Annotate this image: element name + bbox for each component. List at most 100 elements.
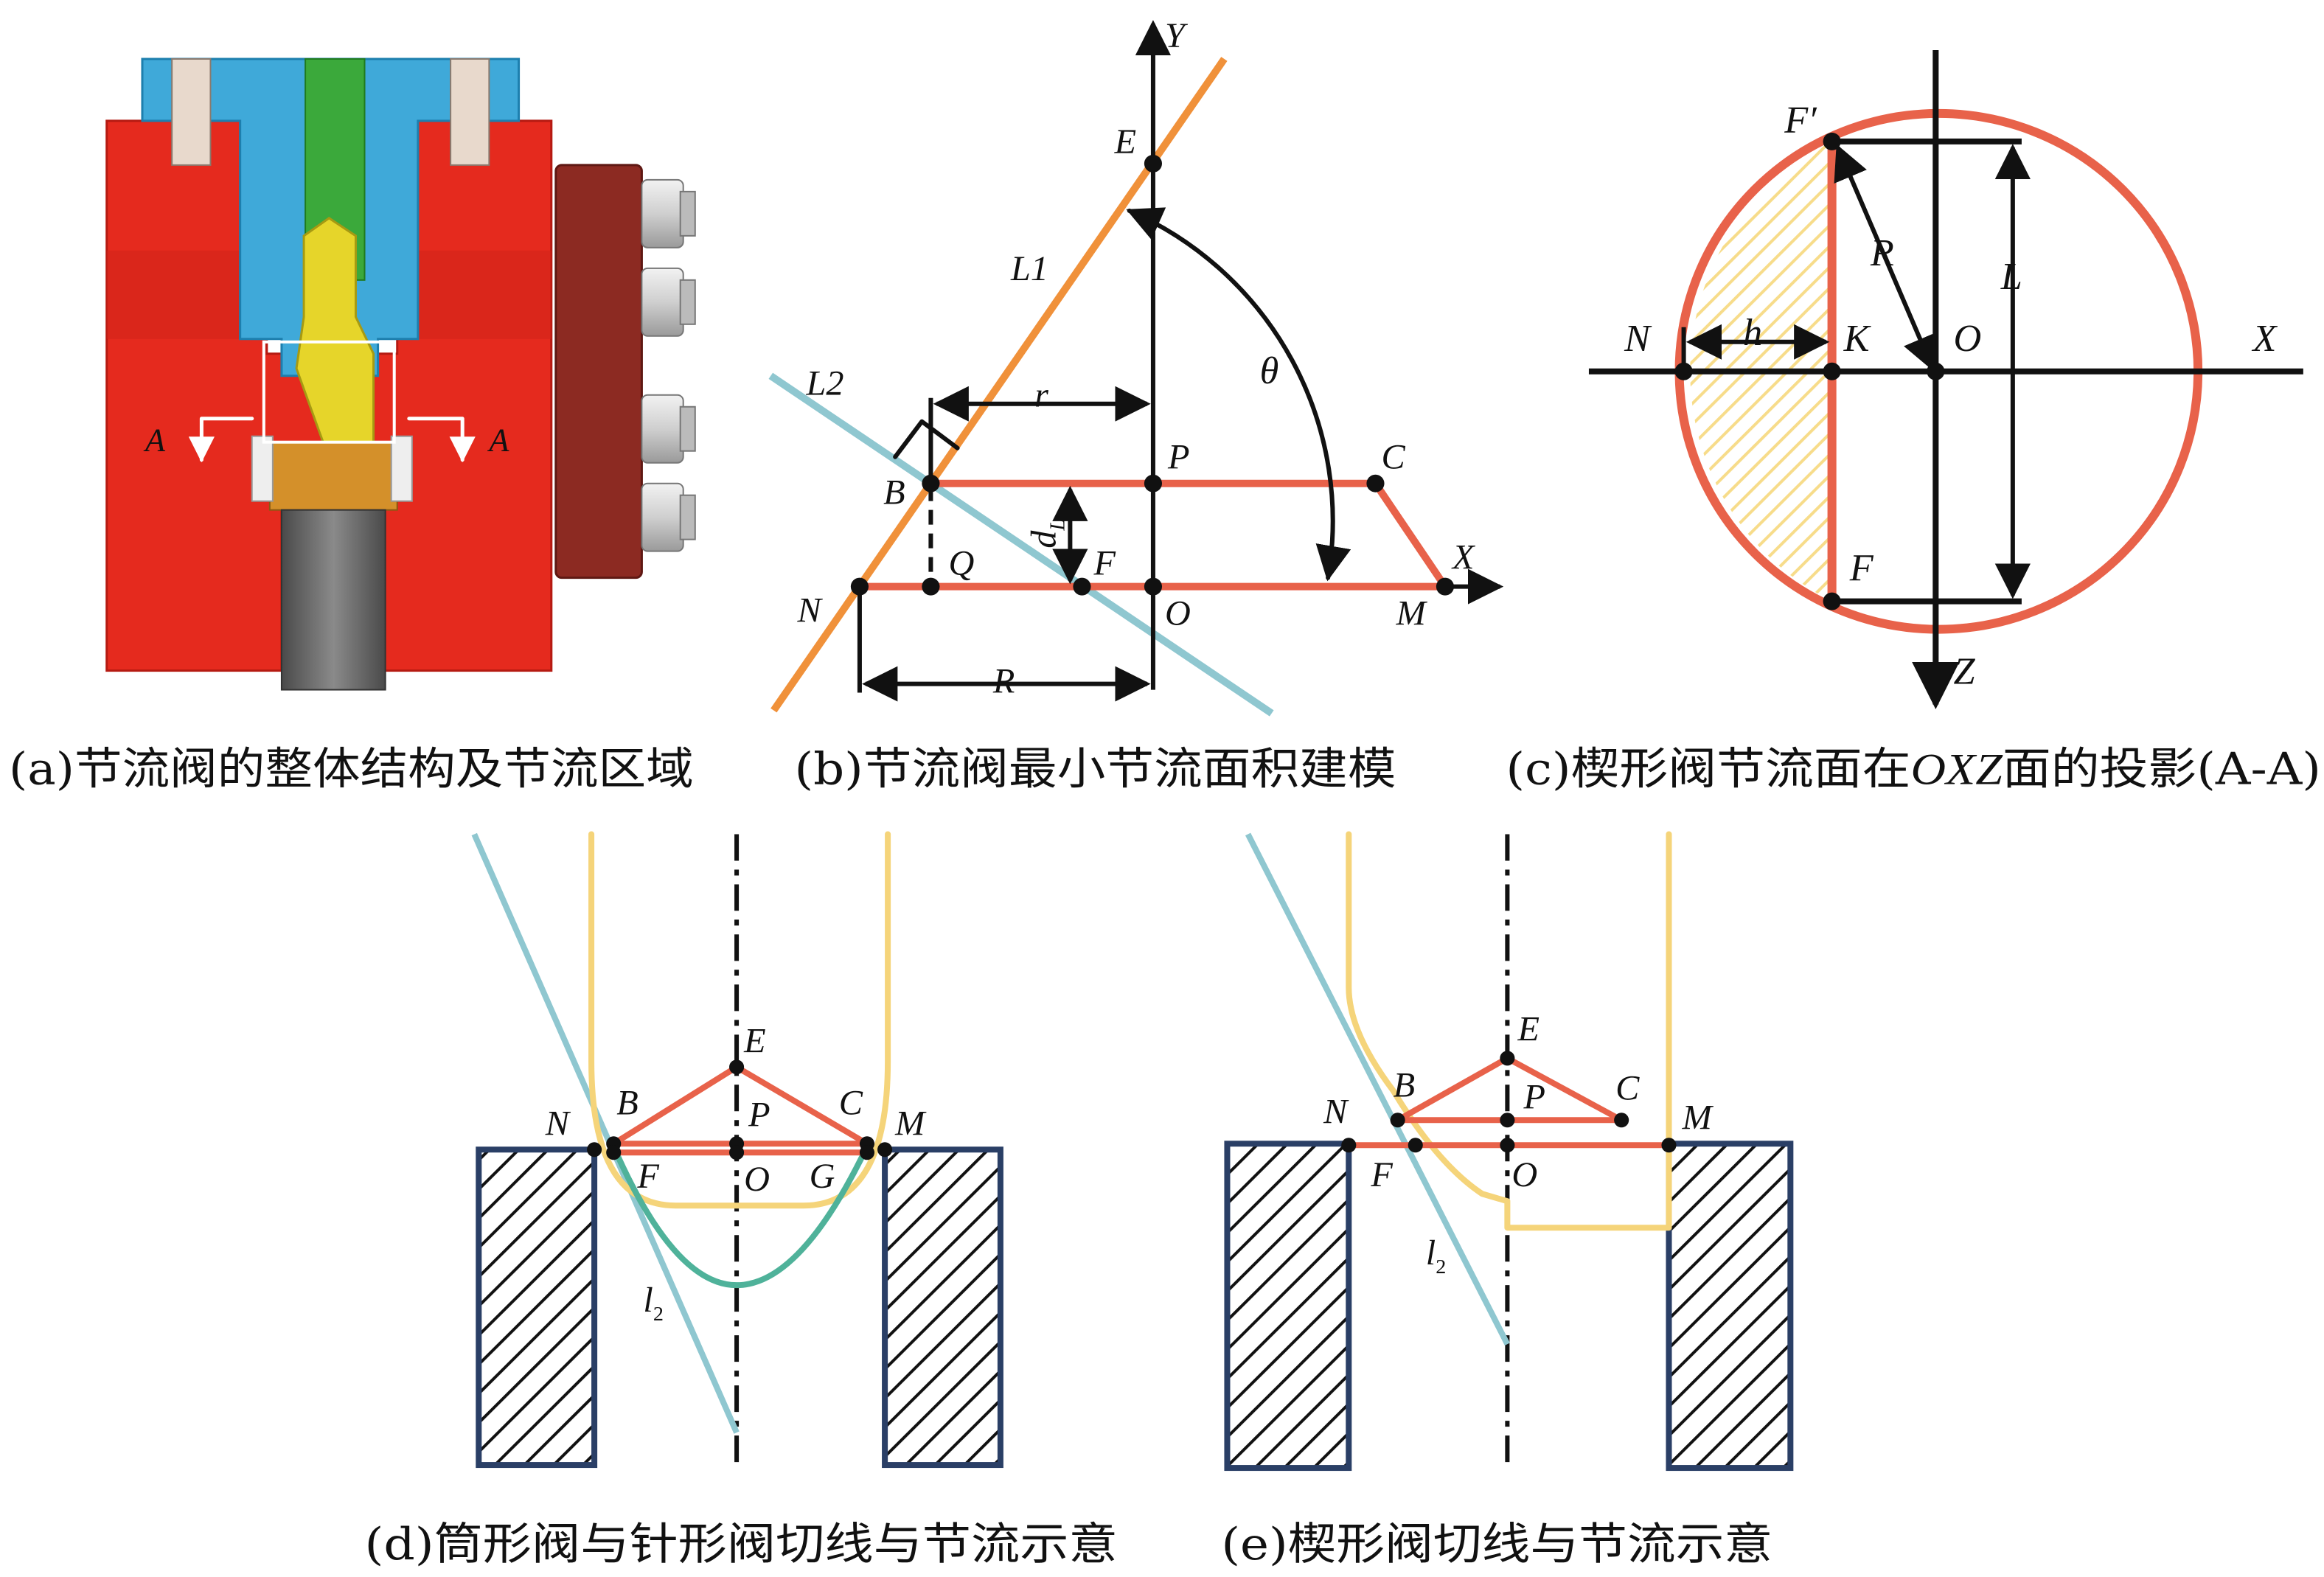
label-r: r [1034, 376, 1048, 415]
label-theta: θ [1260, 350, 1279, 392]
caption-a: (a)节流阀的整体结构及节流区域 [9, 744, 694, 796]
label-p-e: P [1523, 1077, 1545, 1116]
label-q: Q [949, 544, 975, 583]
point-e-d [729, 1059, 745, 1075]
label-x-c: X [2252, 318, 2278, 360]
label-b-e: B [1394, 1065, 1415, 1104]
cylinder-profile-d [588, 831, 891, 1209]
tangent-l2-e [1245, 832, 1510, 1346]
point-e-e [1500, 1051, 1515, 1066]
label-L: L [2000, 256, 2022, 298]
label-l2-e: l2 [1426, 1233, 1446, 1278]
point-fprime [1823, 132, 1841, 150]
label-o-d: O [744, 1160, 770, 1199]
label-m-e: M [1682, 1098, 1714, 1137]
label-c-e: C [1615, 1068, 1640, 1107]
label-e-d: E [743, 1021, 765, 1060]
panel-e-points [1341, 1051, 1677, 1153]
point-f-d [606, 1145, 622, 1160]
label-e-e: E [1517, 1009, 1539, 1048]
label-c: C [1382, 438, 1406, 477]
label-p-d: P [748, 1095, 770, 1134]
label-z-c: Z [1953, 651, 1975, 693]
tangent-l2-d [471, 832, 740, 1434]
point-m-e [1661, 1138, 1677, 1153]
panel-d-points [587, 1059, 893, 1160]
label-R: R [992, 662, 1015, 701]
point-g-d [859, 1145, 875, 1160]
label-f-c: F [1849, 548, 1874, 590]
seat-gasket-right [390, 435, 413, 502]
label-n-c: N [1624, 318, 1652, 360]
label-g-d: G [810, 1157, 835, 1196]
point-q [922, 577, 940, 596]
label-y: Y [1165, 16, 1189, 55]
section-arrow-left [188, 417, 254, 463]
point-o [1144, 577, 1162, 596]
point-k [1823, 362, 1841, 380]
label-f-d: F [636, 1157, 659, 1196]
point-n-d [587, 1142, 602, 1157]
panel-b-points [850, 154, 1455, 596]
point-p [1144, 474, 1162, 492]
stud-left [171, 58, 212, 166]
label-l1: L1 [1010, 249, 1048, 288]
point-b-e [1390, 1113, 1405, 1128]
label-x: X [1451, 538, 1475, 577]
label-l2-d: l2 [643, 1281, 663, 1326]
triangle-bec-d [610, 1064, 870, 1147]
R-radius [1834, 144, 1937, 372]
line-l2 [768, 372, 1274, 717]
point-m-d [877, 1142, 893, 1157]
label-o-c: O [1953, 318, 1981, 360]
block-left-d [476, 1146, 598, 1469]
throttle-region-box [262, 340, 396, 444]
bolts [641, 178, 696, 552]
label-k: K [1843, 318, 1871, 360]
wedge-profile-e [1346, 831, 1672, 1231]
point-o-e [1500, 1138, 1515, 1153]
point-c-e [1614, 1113, 1629, 1128]
label-o-e: O [1511, 1155, 1537, 1194]
point-o-d [729, 1145, 745, 1160]
point-f [1073, 577, 1091, 596]
section-label-left: A [143, 422, 166, 459]
seat-gasket-left [251, 435, 274, 502]
section-label-right: A [487, 422, 509, 459]
point-n-e [1341, 1138, 1357, 1153]
point-b [922, 474, 940, 492]
label-b-d: B [616, 1083, 638, 1122]
caption-e: (e)楔形阀切线与节流示意 [1221, 1519, 1772, 1570]
block-right-d [882, 1146, 1003, 1469]
section-arrow-right [407, 417, 476, 463]
point-m [1436, 577, 1455, 596]
caption-d: (d)筒形阀与针形阀切线与节流示意 [365, 1519, 1118, 1570]
point-o-c [1927, 362, 1945, 380]
point-f-c [1823, 592, 1841, 610]
label-f-e: F [1370, 1155, 1393, 1194]
label-e: E [1114, 122, 1136, 161]
point-n [850, 577, 869, 596]
caption-b: (b)节流阀最小节流面积建模 [794, 744, 1396, 796]
label-p: P [1167, 438, 1189, 477]
label-n-d: N [545, 1104, 571, 1143]
label-n: N [796, 591, 823, 630]
label-c-d: C [839, 1083, 863, 1122]
panel-b: Y X E L1 L2 θ r P C B dL Q F N O M R [768, 16, 1504, 717]
label-dl: dL [1024, 519, 1069, 549]
stud-right [450, 58, 490, 166]
label-f: F [1093, 544, 1116, 583]
label-l2: L2 [806, 364, 844, 403]
needle-curve-d [610, 1143, 870, 1289]
panel-e: E B P C N M F O l2 [1224, 831, 1794, 1472]
point-c [1366, 474, 1385, 492]
block-left-e [1224, 1141, 1352, 1472]
label-m-d: M [894, 1104, 927, 1143]
label-b: B [883, 473, 905, 512]
label-fprime: F′ [1784, 100, 1817, 142]
outlet-pipe [280, 509, 386, 691]
label-h: h [1743, 312, 1762, 354]
panel-c-points [1674, 132, 1945, 610]
point-f-e [1408, 1138, 1423, 1153]
